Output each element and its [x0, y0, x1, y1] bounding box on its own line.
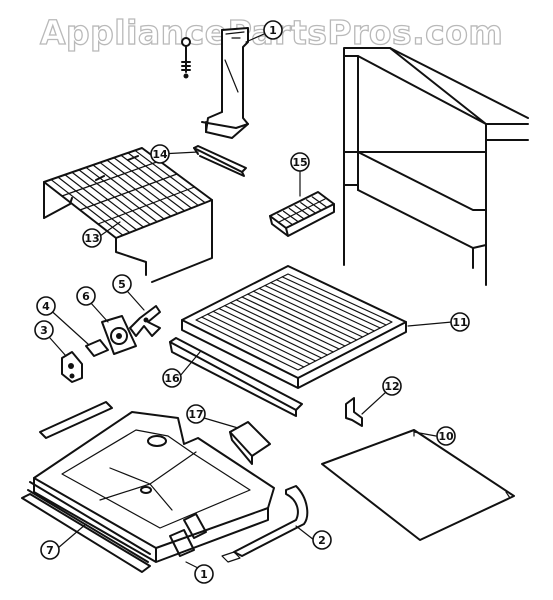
bracket-part-4: [85, 339, 109, 357]
callout-c_top: 1: [263, 20, 283, 40]
cabinet-frame: [343, 47, 529, 286]
svg-text:11: 11: [452, 316, 467, 329]
svg-text:15: 15: [292, 156, 307, 169]
cover-part-17: [229, 421, 271, 465]
svg-text:6: 6: [82, 290, 90, 303]
svg-text:12: 12: [384, 380, 399, 393]
bottom-liner: [27, 411, 275, 563]
callout-3: 3: [34, 320, 54, 340]
callout-6: 6: [76, 286, 96, 306]
callout-11: 11: [450, 312, 470, 332]
svg-text:16: 16: [164, 372, 180, 385]
callout-2: 2: [312, 530, 332, 550]
callout-1: 1: [194, 564, 214, 584]
svg-text:7: 7: [46, 544, 54, 557]
svg-text:1: 1: [200, 568, 208, 581]
svg-text:1: 1: [269, 24, 277, 37]
svg-text:14: 14: [152, 148, 168, 161]
svg-text:10: 10: [438, 430, 454, 443]
svg-text:4: 4: [42, 300, 50, 313]
fan-motor-bracket: [101, 315, 137, 355]
svg-text:5: 5: [118, 278, 126, 291]
fan-blade: [129, 305, 161, 337]
callout-12: 12: [382, 376, 402, 396]
callout-10: 10: [436, 426, 456, 446]
svg-text:2: 2: [318, 534, 326, 547]
clip-part-12: [345, 397, 363, 427]
rail-part-2: [221, 485, 309, 563]
callout-15: 15: [290, 152, 310, 172]
callout-7: 7: [40, 540, 60, 560]
svg-text:13: 13: [84, 232, 99, 245]
callout-16: 16: [162, 368, 182, 388]
strip-part-7: [21, 493, 151, 573]
small-strip: [39, 401, 113, 439]
callout-14: 14: [150, 144, 170, 164]
trim-strip: [169, 337, 303, 417]
callout-5: 5: [112, 274, 132, 294]
control-housing: [181, 27, 249, 139]
callout-13: 13: [82, 228, 102, 248]
wire-shelf: [43, 147, 213, 283]
control-part-3: [61, 351, 83, 383]
flat-panel: [321, 429, 515, 541]
crisper-cover: [181, 265, 407, 389]
svg-text:3: 3: [40, 324, 48, 337]
callout-17: 17: [186, 404, 206, 424]
callout-4: 4: [36, 296, 56, 316]
ice-tray: [269, 191, 335, 237]
svg-text:17: 17: [188, 408, 203, 421]
bracket-part-14: [193, 145, 247, 177]
